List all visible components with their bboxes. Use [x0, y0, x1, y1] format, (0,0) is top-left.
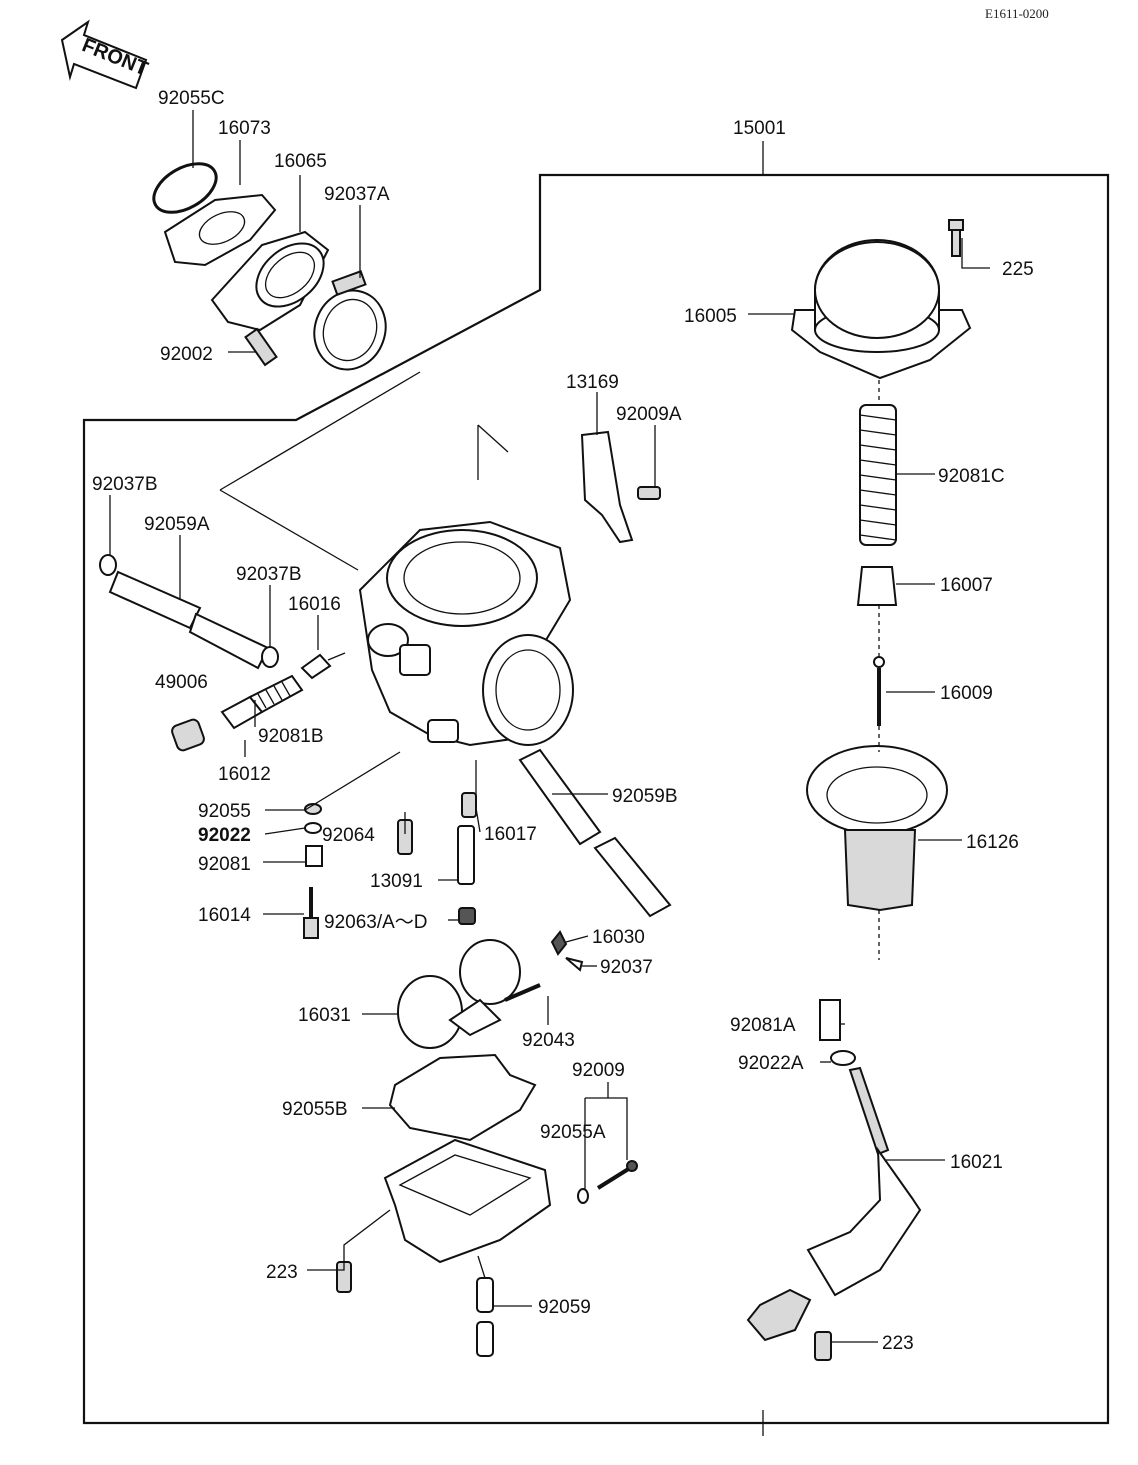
callout-16005: 16005 — [684, 306, 737, 327]
float-16031 — [397, 939, 521, 1049]
callout-223-b: 223 — [882, 1333, 914, 1354]
callout-223-a: 223 — [266, 1262, 298, 1283]
bracket-13169 — [580, 430, 634, 544]
needle-holder-16007 — [856, 566, 898, 606]
float-bowl — [383, 1138, 552, 1264]
hose-92059B — [518, 748, 672, 918]
callout-16030: 16030 — [592, 927, 645, 948]
starter-lever-16021 — [746, 1066, 922, 1342]
callout-92009: 92009 — [572, 1060, 625, 1081]
callout-16021: 16021 — [950, 1152, 1003, 1173]
callout-16012: 16012 — [218, 764, 271, 785]
holder-16065 — [210, 230, 330, 332]
needle-jet-13091 — [457, 825, 475, 885]
o-ring-92055C — [152, 162, 218, 214]
screw-92002 — [244, 327, 278, 367]
hose-92059A — [108, 570, 270, 670]
callout-92059A: 92059A — [144, 514, 210, 535]
cap-49006 — [171, 718, 205, 752]
main-jet-92063 — [458, 907, 476, 925]
pilot-jet-16017 — [461, 792, 477, 818]
starter-plunger-16016 — [300, 652, 346, 680]
callout-92081A: 92081A — [730, 1015, 796, 1036]
float-gasket-92055B — [388, 1053, 537, 1142]
float-valve-16030 — [550, 930, 568, 956]
spring-92081A — [819, 999, 841, 1041]
float-pin-92043 — [504, 983, 541, 1002]
screw-16014 — [303, 887, 319, 939]
callout-16017: 16017 — [484, 824, 537, 845]
callout-92002: 92002 — [160, 344, 213, 365]
hose-clamp-92037B-lower — [261, 646, 279, 668]
washer-92055A — [577, 1188, 589, 1204]
spring-92081 — [305, 845, 323, 867]
front-arrow-icon: FRONT — [60, 19, 151, 90]
callout-92055A: 92055A — [540, 1122, 606, 1143]
callout-16073: 16073 — [218, 118, 271, 139]
callout-49006: 49006 — [155, 672, 208, 693]
callout-92055C: 92055C — [158, 88, 225, 109]
callout-92037B-a: 92037B — [92, 474, 158, 495]
callout-13169: 13169 — [566, 372, 619, 393]
callout-92022: 92022 — [198, 825, 251, 846]
callout-92043: 92043 — [522, 1030, 575, 1051]
callout-16007: 16007 — [940, 575, 993, 596]
plunger-assy-16012 — [220, 674, 304, 730]
spring-92081C — [859, 404, 897, 546]
callout-13091: 13091 — [370, 871, 423, 892]
callout-92037B-b: 92037B — [236, 564, 302, 585]
callout-92037: 92037 — [600, 957, 653, 978]
bolt-223-right — [814, 1331, 832, 1361]
diagram-code: E1611-0200 — [985, 6, 1049, 21]
callout-16065: 16065 — [274, 151, 327, 172]
drain-hose-92059 — [476, 1277, 494, 1357]
clamp-92037A — [313, 270, 387, 371]
callout-92063: 92063/A～D — [324, 912, 428, 933]
callout-16009: 16009 — [940, 683, 993, 704]
callout-labels: 92055C 16073 16065 92037A 92002 225 1600… — [92, 88, 1034, 1354]
assembly-boundary — [82, 141, 1110, 1436]
callout-16014: 16014 — [198, 905, 251, 926]
screw-92009A — [637, 486, 661, 500]
carburetor-body — [358, 520, 574, 747]
callout-92081: 92081 — [198, 854, 251, 875]
leader-lines — [109, 110, 990, 1343]
top-cover-16005 — [790, 239, 972, 380]
clip-92037 — [565, 957, 584, 972]
washer-92022A — [830, 1050, 856, 1066]
callout-92009A: 92009A — [616, 404, 682, 425]
drain-screw-92009 — [596, 1160, 638, 1190]
hose-clamp-92037B-upper — [99, 554, 117, 576]
washer-92055 — [304, 803, 322, 815]
callout-92059B: 92059B — [612, 786, 678, 807]
callout-16016: 16016 — [288, 594, 341, 615]
assembly-label: 15001 — [733, 118, 786, 139]
vacuum-piston-16126 — [806, 745, 948, 912]
callout-16031: 16031 — [298, 1005, 351, 1026]
callout-92055: 92055 — [198, 801, 251, 822]
bolt-225 — [948, 219, 964, 257]
callout-92022A: 92022A — [738, 1053, 804, 1074]
callout-92081B: 92081B — [258, 726, 324, 747]
callout-92037A: 92037A — [324, 184, 390, 205]
callout-92059: 92059 — [538, 1297, 591, 1318]
o-ring-92022 — [304, 822, 322, 834]
callout-16126: 16126 — [966, 832, 1019, 853]
callout-225: 225 — [1002, 259, 1034, 280]
callout-92081C: 92081C — [938, 466, 1005, 487]
insulator-plate-16073 — [163, 193, 277, 267]
callout-92055B: 92055B — [282, 1099, 348, 1120]
callout-92064: 92064 — [322, 825, 375, 846]
jet-needle-16009 — [873, 656, 885, 726]
